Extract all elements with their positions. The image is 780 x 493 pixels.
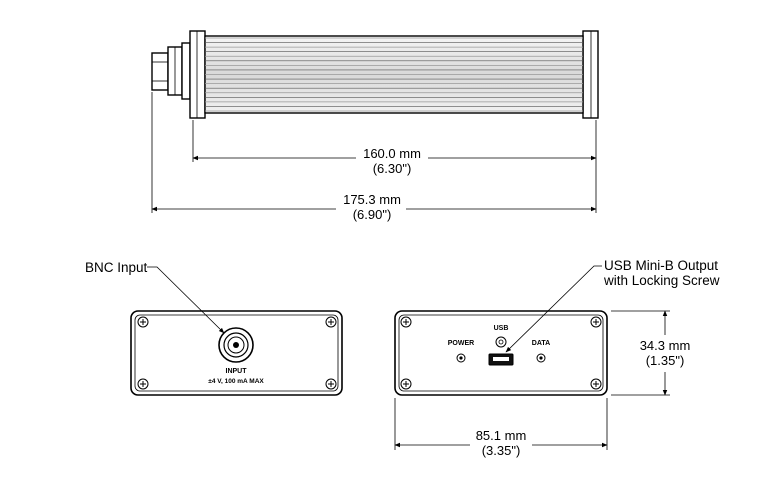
input-panel-view: INPUT ±4 V, 100 mA MAX BNC Input	[85, 260, 343, 396]
data-led-icon	[536, 353, 546, 363]
screw-icon	[325, 378, 337, 390]
bnc-connector-side	[151, 42, 191, 100]
usb-output-callout-line2: with Locking Screw	[603, 273, 720, 288]
screw-icon	[590, 378, 602, 390]
usb-mini-b-port-icon	[488, 353, 514, 366]
data-label: DATA	[532, 340, 550, 347]
usb-output-callout-line1: USB Mini-B Output	[604, 258, 718, 273]
screw-icon	[400, 316, 412, 328]
input-connector-label: INPUT	[226, 368, 248, 375]
bnc-connector-icon	[218, 327, 254, 363]
usb-label: USB	[494, 325, 509, 332]
right-end-cap	[582, 30, 599, 119]
panel-width-metric: 85.1 mm	[476, 428, 527, 443]
overall-length-metric: 175.3 mm	[343, 192, 401, 207]
panel-width-imperial: (3.35")	[482, 443, 521, 458]
screw-icon	[137, 316, 149, 328]
body-length-metric: 160.0 mm	[363, 146, 421, 161]
left-end-cap	[189, 30, 206, 119]
overall-length-imperial: (6.90")	[353, 207, 392, 222]
screw-icon	[590, 316, 602, 328]
body-length-imperial: (6.30")	[373, 161, 412, 176]
bnc-input-callout: BNC Input	[85, 260, 148, 275]
panel-height-imperial: (1.35")	[646, 353, 685, 368]
screw-icon	[137, 378, 149, 390]
tube-fins	[205, 37, 583, 112]
locking-screw-icon	[495, 336, 507, 348]
screw-icon	[400, 378, 412, 390]
output-panel	[394, 310, 608, 396]
input-rating-label: ±4 V, 100 mA MAX	[208, 378, 264, 385]
screw-icon	[325, 316, 337, 328]
output-panel-view: USB POWER DATA USB Mini-B Output with Lo…	[394, 258, 720, 458]
power-led-icon	[456, 353, 466, 363]
panel-height-metric: 34.3 mm	[640, 338, 691, 353]
body-length-dimension: 160.0 mm (6.30")	[192, 146, 597, 176]
top-view: 160.0 mm (6.30") 175.3 mm (6.90")	[151, 30, 599, 222]
overall-length-dimension: 175.3 mm (6.90")	[151, 192, 597, 222]
power-label: POWER	[448, 340, 474, 347]
